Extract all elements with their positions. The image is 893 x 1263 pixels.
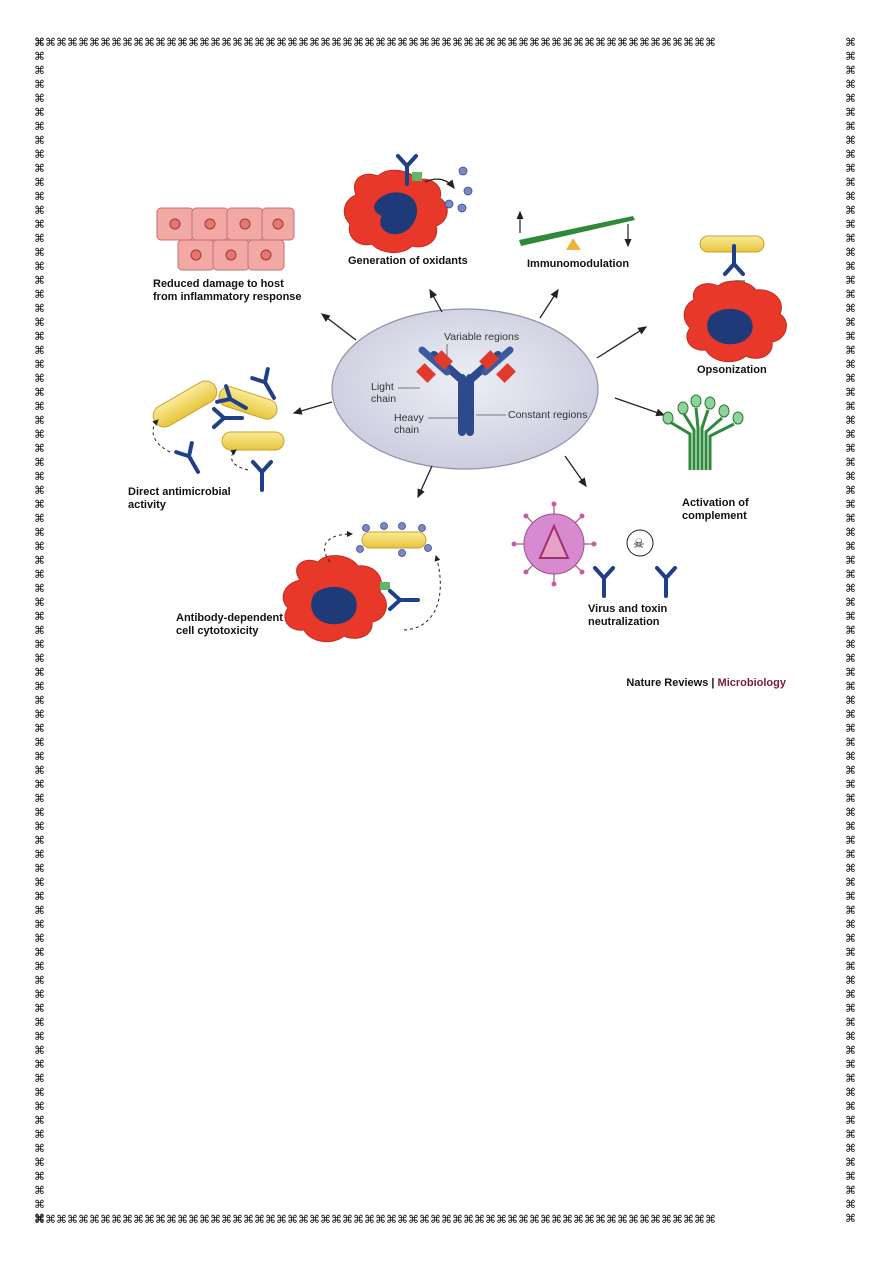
virus-neutralization-label-2: neutralization <box>588 616 660 628</box>
adcc-label-2: cell cytotoxicity <box>176 625 259 637</box>
function-arrows <box>292 288 666 499</box>
opsonization-illustration <box>683 235 787 363</box>
variable-regions-label: Variable regions <box>444 331 519 343</box>
complement-illustration <box>662 394 744 470</box>
immunomodulation-illustration <box>516 210 635 250</box>
credit-section: Microbiology <box>718 677 787 689</box>
page-border-top: ⌘⌘⌘⌘⌘⌘⌘⌘⌘⌘⌘⌘⌘⌘⌘⌘⌘⌘⌘⌘⌘⌘⌘⌘⌘⌘⌘⌘⌘⌘⌘⌘⌘⌘⌘⌘⌘⌘⌘⌘… <box>34 36 716 49</box>
virus-neutralization-label-1: Virus and toxin <box>588 603 668 615</box>
credit-separator: | <box>708 677 717 689</box>
light-chain-label-2: chain <box>371 393 396 405</box>
adcc-illustration <box>282 522 441 643</box>
host-cells-illustration <box>156 207 295 271</box>
direct-antimicrobial-illustration <box>152 367 285 492</box>
constant-regions-label: Constant regions <box>508 409 587 421</box>
complement-label-2: complement <box>682 510 747 522</box>
direct-antimicrobial-label-1: Direct antimicrobial <box>128 486 231 498</box>
oxidants-label: Generation of oxidants <box>348 255 468 267</box>
svg-text:☠: ☠ <box>633 537 645 552</box>
page-border-bottom: ⌘⌘⌘⌘⌘⌘⌘⌘⌘⌘⌘⌘⌘⌘⌘⌘⌘⌘⌘⌘⌘⌘⌘⌘⌘⌘⌘⌘⌘⌘⌘⌘⌘⌘⌘⌘⌘⌘⌘⌘… <box>34 1213 716 1226</box>
opsonization-label: Opsonization <box>697 364 767 376</box>
heavy-chain-label-2: chain <box>394 424 419 436</box>
figure-credit: Nature Reviews | Microbiology <box>626 677 786 689</box>
direct-antimicrobial-label-2: activity <box>128 499 167 511</box>
adcc-label-1: Antibody-dependent <box>176 612 283 624</box>
light-chain-label-1: Light <box>371 381 394 393</box>
complement-label-1: Activation of <box>682 497 749 509</box>
page-border-right: ⌘⌘⌘⌘⌘⌘⌘⌘⌘⌘⌘⌘⌘⌘⌘⌘⌘⌘⌘⌘⌘⌘⌘⌘⌘⌘⌘⌘⌘⌘⌘⌘⌘⌘⌘⌘⌘⌘⌘⌘… <box>845 36 856 1227</box>
reduced-damage-label-2: from inflammatory response <box>153 291 302 303</box>
page-border-left: ⌘⌘⌘⌘⌘⌘⌘⌘⌘⌘⌘⌘⌘⌘⌘⌘⌘⌘⌘⌘⌘⌘⌘⌘⌘⌘⌘⌘⌘⌘⌘⌘⌘⌘⌘⌘⌘⌘⌘⌘… <box>34 36 45 1227</box>
oxidants-illustration <box>343 154 473 253</box>
credit-journal: Nature Reviews <box>626 677 708 689</box>
virus-neutralization-illustration: ☠ <box>511 501 677 598</box>
reduced-damage-label-1: Reduced damage to host <box>153 278 284 290</box>
central-antibody <box>416 346 516 436</box>
heavy-chain-label-1: Heavy <box>394 412 425 424</box>
immunomodulation-label: Immunomodulation <box>527 258 629 270</box>
